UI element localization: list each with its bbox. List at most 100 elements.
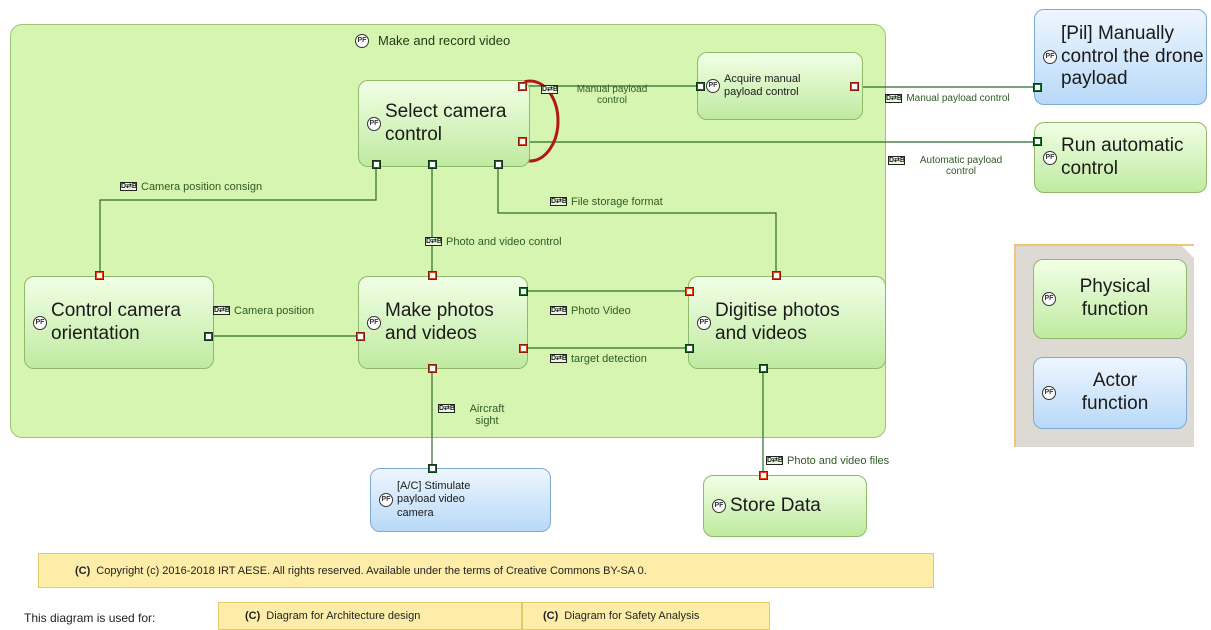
exchange-icon: D⇄B [425,237,442,246]
physical-function-icon: PF [697,315,711,330]
legend-label: Physical function [1079,276,1151,320]
input-port[interactable] [95,271,104,280]
function-label: Make photos and videos [385,299,494,344]
used-for-safety-analysis[interactable]: (C) Diagram for Safety Analysis [522,602,770,630]
physical-function-icon: PF [1043,150,1057,165]
wire-camera-position-consign [99,166,377,275]
physical-function-icon: PF [379,493,393,507]
input-port[interactable] [759,471,768,480]
exchange-label-camera-position: D⇄B Camera position [213,305,314,317]
exchange-icon: D⇄B [885,94,902,103]
container-title-text: Make and record video [378,33,511,48]
exchange-text: Aircraft sight [469,403,505,427]
output-port[interactable] [1033,83,1042,92]
function-label: Store Data [730,494,821,516]
physical-function-icon: PF [1042,292,1056,306]
exchange-icon: D⇄B [888,156,905,165]
digitise-photos-and-videos-function[interactable]: PF Digitise photos and videos [688,276,886,369]
manually-control-drone-payload-function[interactable]: PF [Pil] Manually control the drone payl… [1034,9,1207,105]
exchange-label-target-detection: D⇄B target detection [550,353,647,365]
input-port[interactable] [356,332,365,341]
function-label: Acquire manual payload control [724,72,801,98]
output-port[interactable] [685,344,694,353]
acquire-manual-payload-control-function[interactable]: PF Acquire manual payload control [697,52,863,120]
stimulate-payload-video-camera-function[interactable]: PF [A/C] Stimulate payload video camera [370,468,551,532]
input-port[interactable] [518,82,527,91]
run-automatic-control-function[interactable]: PF Run automatic control [1034,122,1207,193]
exchange-label-manual-payload-control-inner: D⇄B Manual payload control [541,84,662,106]
make-photos-and-videos-function[interactable]: PF Make photos and videos [358,276,528,369]
output-port[interactable] [204,332,213,341]
exchange-label-photo-and-video-control: D⇄B Photo and video control [425,236,562,248]
exchange-text: Camera position consign [141,181,263,193]
exchange-label-photo-and-video-files: D⇄B Photo and video files [766,455,889,467]
legend-physical-function: PF Physical function [1033,259,1187,339]
exchange-label-aircraft-sight: D⇄B Aircraft sight [438,403,515,427]
function-label: [A/C] Stimulate payload video camera [397,480,471,519]
output-port[interactable] [494,160,503,169]
used-for-label: This diagram is used for: [24,611,156,625]
physical-function-icon: PF [33,315,47,330]
select-camera-control-function[interactable]: PF Select camera control [358,80,530,167]
exchange-text: Manual payload control [576,84,648,106]
exchange-icon: D⇄B [550,197,567,206]
exchange-icon: D⇄B [120,182,137,191]
exchange-text: Manual payload control [906,93,1010,104]
output-port[interactable] [696,82,705,91]
store-data-function[interactable]: PF Store Data [703,475,867,537]
control-camera-orientation-function[interactable]: PF Control camera orientation [24,276,214,369]
output-port[interactable] [519,287,528,296]
exchange-text: File storage format [571,196,663,208]
wire-file-storage-format [497,166,777,275]
exchange-icon: D⇄B [213,306,230,315]
exchange-icon: D⇄B [766,456,783,465]
exchange-label-manual-payload-control-outer: D⇄B Manual payload control [885,93,1010,104]
input-port[interactable] [772,271,781,280]
exchange-icon: D⇄B [550,354,567,363]
exchange-text: Camera position [234,305,315,317]
physical-function-icon: PF [367,315,381,330]
physical-function-icon: PF [1043,50,1057,64]
input-port[interactable] [428,364,437,373]
copyright-mark: (C) [245,610,261,622]
input-port[interactable] [685,287,694,296]
copyright-mark: (C) [75,564,91,577]
exchange-label-file-storage-format: D⇄B File storage format [550,196,663,208]
output-port[interactable] [428,464,437,473]
input-port[interactable] [850,82,859,91]
physical-function-icon: PF [1042,386,1056,400]
output-port[interactable] [428,160,437,169]
copyright-mark: (C) [543,610,559,622]
exchange-text: Automatic payload control [919,155,1003,177]
physical-function-icon: PF [706,79,720,93]
used-for-architecture-design[interactable]: (C) Diagram for Architecture design [218,602,522,630]
output-port[interactable] [1033,137,1042,146]
exchange-text: target detection [571,353,647,365]
exchange-text: Photo and video files [787,455,890,467]
legend-label: Actor function [1081,370,1149,414]
legend-actor-function: PF Actor function [1033,357,1187,429]
input-port[interactable] [428,271,437,280]
input-port[interactable] [518,137,527,146]
function-label: Run automatic control [1061,134,1184,179]
exchange-label-camera-position-consign: D⇄B Camera position consign [120,181,262,193]
exchange-text: Photo and video control [446,236,562,248]
used-for-text: Diagram for Architecture design [266,610,421,622]
function-label: [Pil] Manually control the drone payload [1061,22,1204,90]
exchange-text: Photo Video [571,305,631,317]
output-port[interactable] [759,364,768,373]
function-label: Control camera orientation [51,299,181,344]
function-label: Digitise photos and videos [715,299,840,344]
legend-fold [1182,246,1194,258]
exchange-icon: D⇄B [541,85,558,94]
exchange-icon: D⇄B [550,306,567,315]
exchange-label-automatic-payload-control: D⇄B Automatic payload control [888,155,1013,177]
physical-function-icon: PF [367,116,381,131]
exchange-label-photo-video: D⇄B Photo Video [550,305,631,317]
output-port[interactable] [372,160,381,169]
function-label: Select camera control [385,100,507,145]
container-title: PF Make and record video [355,33,510,48]
copyright-note: (C) Copyright (c) 2016-2018 IRT AESE. Al… [38,553,934,588]
input-port[interactable] [519,344,528,353]
